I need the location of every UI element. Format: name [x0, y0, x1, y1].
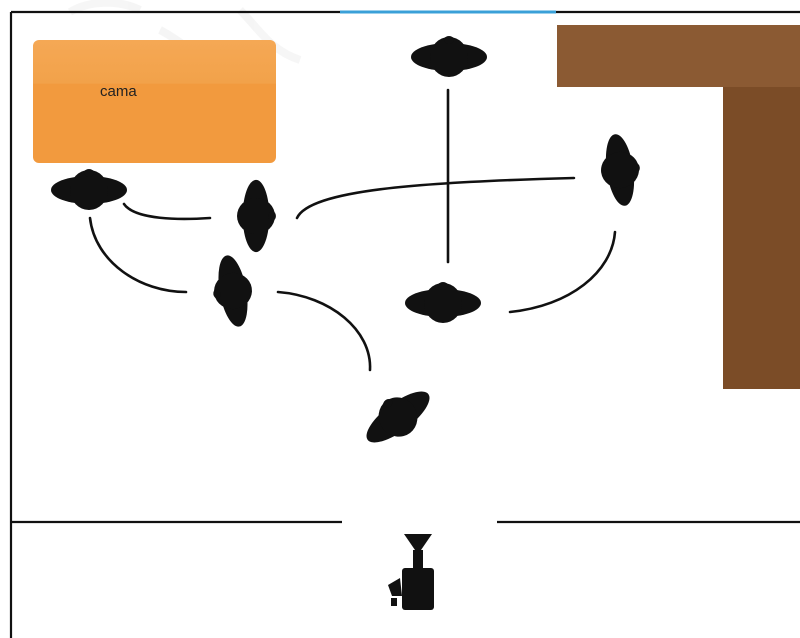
wooden-furniture — [557, 25, 800, 389]
person-icon — [237, 179, 276, 253]
person-icon — [51, 169, 127, 210]
bed-label: cama — [100, 83, 137, 100]
person-icon — [411, 36, 487, 77]
person-icon — [355, 377, 441, 456]
person-icon — [596, 131, 645, 209]
room-walls — [9, 10, 800, 638]
bed: cama — [33, 40, 276, 163]
person-icon — [207, 252, 258, 331]
person-icon — [405, 282, 481, 323]
movement-lines — [88, 88, 617, 372]
camera-icon — [388, 534, 434, 610]
